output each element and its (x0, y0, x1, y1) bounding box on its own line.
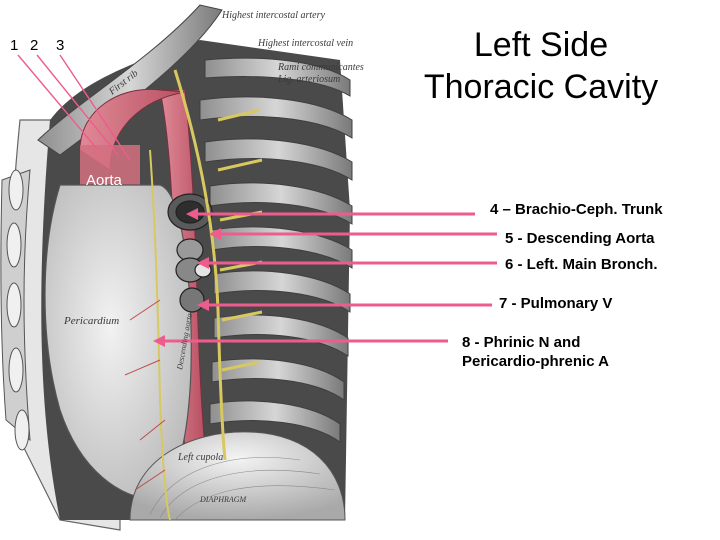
label-left-cupola: Left cupola (177, 452, 223, 463)
label-aorta: Aorta (86, 172, 123, 189)
label-lig-arteriosum: Lig. arteriosum (277, 74, 340, 85)
callout-left-main-bronchus: 6 - Left. Main Bronch. (505, 256, 658, 273)
nerves (149, 69, 263, 521)
label-highest-intercostal-artery: Highest intercostal artery (221, 10, 326, 21)
number-2: 2 (30, 37, 39, 54)
top-number-leader-lines (17, 54, 131, 161)
lung-root-structures (167, 193, 213, 313)
diaphragm (129, 431, 346, 521)
callout-phrenic-line-1: 8 - Phrinic N and (462, 334, 581, 351)
label-diaphragm: DIAPHRAGM (199, 495, 248, 504)
number-3: 3 (56, 37, 65, 54)
title-line-2: Thoracic Cavity (423, 68, 659, 106)
label-pericardium: Pericardium (63, 315, 119, 327)
number-1: 1 (10, 37, 19, 54)
label-rami-communicantes: Rami communicantes (277, 62, 364, 73)
title-line-1: Left Side (473, 26, 609, 64)
label-highest-intercostal-vein: Highest intercostal vein (257, 38, 353, 49)
callout-descending-aorta: 5 - Descending Aorta (505, 230, 655, 247)
aorta-region (80, 145, 140, 195)
callout-pulmonary-vein: 7 - Pulmonary V (499, 295, 613, 312)
callout-phrenic-line-2: Pericardio-phrenic A (462, 353, 609, 370)
slide-title: Left Side Thoracic Cavity (386, 24, 696, 108)
callout-arrows (153, 208, 497, 347)
vessel-branches (124, 299, 166, 491)
posterior-ribs (199, 57, 353, 443)
callout-brachiocephalic-trunk: 4 – Brachio-Ceph. Trunk (490, 201, 663, 218)
callout-phrenic-nerve: 8 - Phrinic N and Pericardio-phrenic A (462, 333, 609, 371)
diaphragm-fibers (149, 457, 336, 521)
